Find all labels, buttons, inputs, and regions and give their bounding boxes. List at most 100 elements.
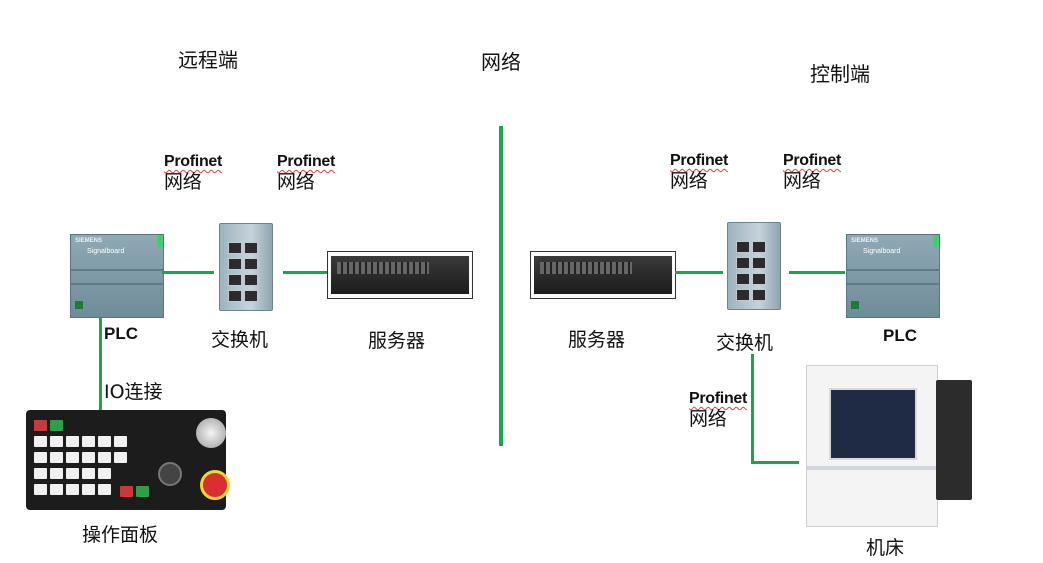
plc-status-led: [157, 235, 163, 247]
machine-tool-device: [806, 365, 938, 527]
switch-port: [736, 273, 750, 285]
plc-stripe: [71, 269, 163, 271]
machine-trim: [807, 466, 937, 470]
control-side-title: 控制端: [810, 62, 870, 86]
panel-key: [34, 452, 47, 463]
control-plc-label: PLC: [883, 326, 917, 345]
machine-tool-label: 机床: [866, 537, 905, 559]
emergency-stop-icon: [200, 470, 230, 500]
network-divider: [499, 126, 503, 446]
remote-side-title: 远程端: [178, 48, 238, 72]
control-server-device: [530, 251, 676, 299]
link-switch-machine-horizontal: [751, 461, 799, 464]
plc-model-text: Signalboard: [87, 248, 125, 255]
panel-key: [114, 436, 127, 447]
link-switch-machine-vertical: [751, 354, 754, 464]
switch-port: [228, 290, 242, 302]
switch-port: [752, 241, 766, 253]
panel-key: [50, 452, 63, 463]
panel-key: [114, 452, 127, 463]
remote-profinet-label-right: Profinet 网络: [277, 153, 336, 193]
panel-key: [34, 468, 47, 479]
profinet-text: Profinet: [164, 153, 223, 170]
switch-port: [244, 274, 258, 286]
plc-port-icon: [75, 301, 83, 309]
switch-port: [752, 273, 766, 285]
panel-key: [50, 420, 63, 431]
panel-key: [136, 486, 149, 497]
link-plc-switch: [162, 271, 214, 274]
switch-port: [244, 290, 258, 302]
panel-key: [34, 436, 47, 447]
server-drive-bays: [337, 262, 429, 274]
panel-key: [82, 452, 95, 463]
panel-key: [34, 484, 47, 495]
panel-key: [82, 468, 95, 479]
plc-stripe: [847, 283, 939, 285]
panel-key: [50, 468, 63, 479]
switch-port: [228, 258, 242, 270]
panel-key: [98, 484, 111, 495]
panel-key: [98, 436, 111, 447]
remote-plc-device: SIEMENS Signalboard: [70, 234, 164, 318]
switch-port: [736, 289, 750, 301]
panel-key: [66, 452, 79, 463]
link-plc-panel: [99, 318, 102, 410]
network-text: 网络: [689, 408, 727, 430]
panel-key: [50, 436, 63, 447]
switch-port: [244, 242, 258, 254]
control-profinet-label-right: Profinet 网络: [783, 152, 842, 192]
profinet-text: Profinet: [670, 152, 729, 169]
panel-key: [82, 484, 95, 495]
network-text: 网络: [670, 170, 708, 192]
plc-model-text: Signalboard: [863, 248, 901, 255]
control-profinet-label-left: Profinet 网络: [670, 152, 729, 192]
remote-switch-device: [219, 223, 273, 311]
plc-stripe: [847, 269, 939, 271]
switch-port: [244, 258, 258, 270]
switch-port: [228, 242, 242, 254]
panel-key: [98, 452, 111, 463]
io-connection-label: IO连接: [104, 381, 163, 403]
feed-knob-icon: [196, 418, 226, 448]
server-drive-bays: [540, 262, 632, 274]
control-plc-device: SIEMENS Signalboard: [846, 234, 940, 318]
machine-profinet-label: Profinet 网络: [689, 390, 748, 430]
plc-brand-text: SIEMENS: [851, 238, 879, 244]
control-switch-device: [727, 222, 781, 310]
switch-port: [752, 289, 766, 301]
link-server-switch: [675, 271, 723, 274]
panel-key: [66, 484, 79, 495]
plc-brand-text: SIEMENS: [75, 238, 103, 244]
network-title: 网络: [481, 50, 521, 74]
profinet-text: Profinet: [277, 153, 336, 170]
link-switch-server: [283, 271, 327, 274]
panel-key: [50, 484, 63, 495]
panel-key: [120, 486, 133, 497]
panel-key: [34, 420, 47, 431]
network-text: 网络: [783, 170, 821, 192]
switch-port: [736, 257, 750, 269]
panel-key: [66, 436, 79, 447]
profinet-text: Profinet: [689, 390, 748, 407]
plc-status-led: [933, 235, 939, 247]
network-text: 网络: [164, 171, 202, 193]
remote-plc-label: PLC: [104, 324, 138, 343]
switch-port: [228, 274, 242, 286]
override-knob-icon: [158, 462, 182, 486]
remote-switch-label: 交换机: [211, 329, 269, 351]
profinet-text: Profinet: [783, 152, 842, 169]
panel-key: [66, 468, 79, 479]
machine-window: [829, 388, 917, 460]
network-text: 网络: [277, 171, 315, 193]
link-switch-plc: [789, 271, 845, 274]
panel-key: [98, 468, 111, 479]
operator-panel-device: [26, 410, 230, 510]
control-switch-label: 交换机: [716, 332, 774, 354]
control-server-label: 服务器: [568, 329, 626, 351]
switch-port: [752, 257, 766, 269]
machine-side-cabinet: [936, 380, 972, 500]
plc-port-icon: [851, 301, 859, 309]
operator-panel-label: 操作面板: [82, 524, 159, 546]
remote-profinet-label-left: Profinet 网络: [164, 153, 223, 193]
